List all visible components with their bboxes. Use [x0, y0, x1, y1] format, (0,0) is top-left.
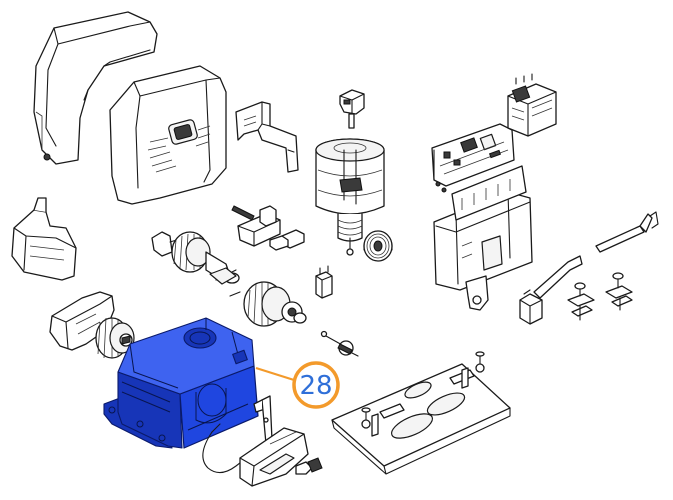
gear-pinion [95, 317, 135, 359]
bracket-top [235, 101, 299, 173]
base-plate [331, 351, 511, 475]
gearbox-housing [103, 317, 259, 449]
small-connectors [315, 265, 333, 299]
mounting-plate [433, 165, 533, 311]
key [295, 457, 323, 475]
cover-left [33, 11, 158, 165]
release-cover [239, 427, 309, 487]
transformer [507, 73, 557, 137]
spring-wire [202, 423, 255, 474]
bolts-right [519, 211, 659, 325]
motor [315, 138, 385, 256]
control-board [431, 123, 515, 193]
callout-28: 28 [255, 361, 340, 409]
callout-ring [292, 361, 340, 409]
switch-block [231, 205, 305, 251]
wiring-left [11, 197, 77, 281]
connector-plug [339, 89, 365, 129]
callout-leader-line [255, 366, 295, 382]
screw [320, 330, 359, 357]
shaft-gear [151, 231, 240, 285]
rings [363, 230, 393, 262]
gear-wheel [229, 281, 307, 327]
callout-label: 28 [299, 371, 332, 401]
cover-right [109, 65, 227, 205]
